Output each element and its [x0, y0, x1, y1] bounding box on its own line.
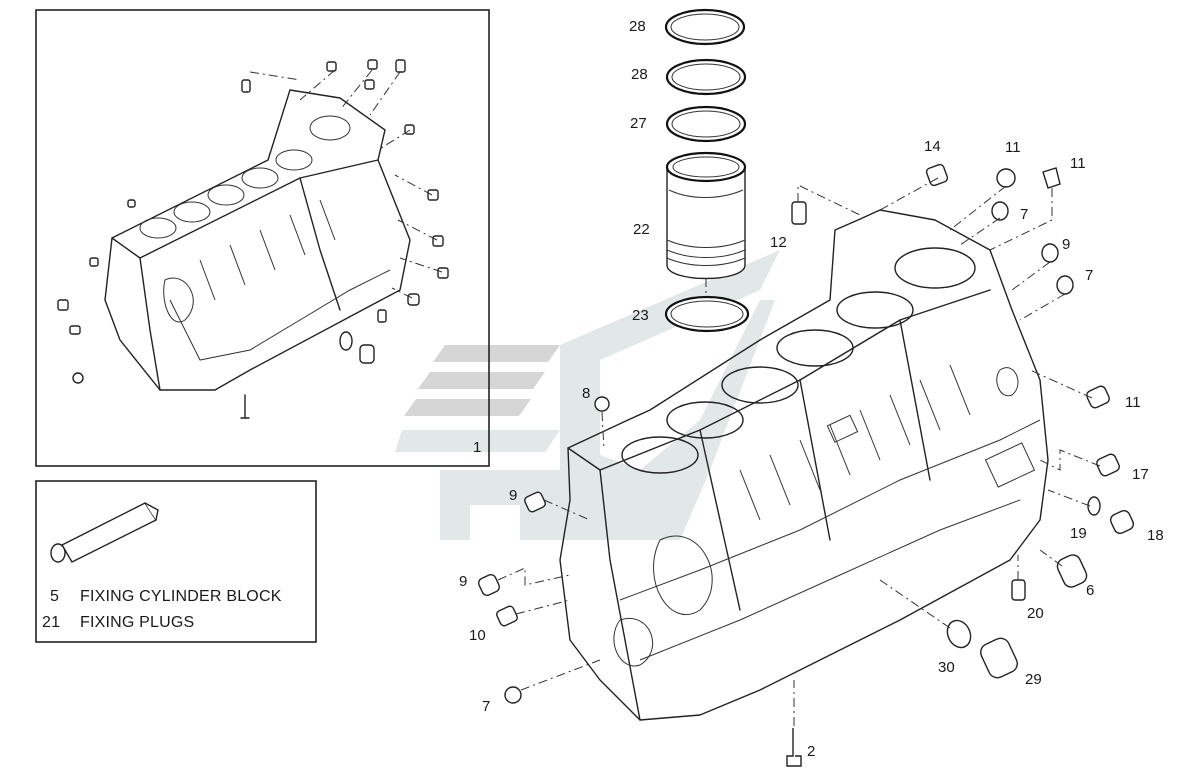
watermark-logo [395, 250, 780, 540]
callout-30: 30 [938, 659, 955, 676]
legend-text-2: FIXING PLUGS [80, 614, 194, 631]
callout-17: 17 [1132, 466, 1149, 483]
callout-10: 10 [469, 627, 486, 644]
assembly-lines [497, 177, 1101, 726]
callout-19: 19 [1070, 525, 1087, 542]
piston-rings-and-liner [664, 8, 750, 333]
callout-7-b: 7 [1085, 267, 1093, 284]
callout-labels: 28 28 27 22 12 23 14 11 11 7 9 7 11 8 17… [459, 18, 1164, 760]
callout-9-c: 9 [459, 573, 467, 590]
callout-20: 20 [1027, 605, 1044, 622]
callout-29: 29 [1025, 671, 1042, 688]
callout-14: 14 [924, 138, 941, 155]
cylinder-block-drawing [559, 209, 1049, 721]
inset-cylinder-block-drawing [57, 59, 449, 419]
callout-11-c: 11 [1125, 394, 1141, 411]
callout-28: 28 [631, 66, 648, 83]
legend-panel: 5 FIXING CYLINDER BLOCK 21 FIXING PLUGS [35, 480, 317, 643]
callout-11-b: 11 [1070, 155, 1086, 172]
callout-22: 22 [633, 221, 650, 238]
sealant-tube-icon [50, 502, 159, 563]
callout-9-a: 9 [1062, 236, 1070, 253]
callout-23: 23 [632, 307, 649, 324]
callout-2: 2 [807, 743, 815, 760]
inset-label: 1 [473, 439, 481, 456]
legend-number-2: 21 [42, 614, 60, 631]
callout-27: 27 [630, 115, 647, 132]
callout-7-a: 7 [1020, 206, 1028, 223]
inset-assembly-panel: 1 [35, 9, 490, 467]
callout-6: 6 [1086, 582, 1094, 599]
small-parts [477, 163, 1135, 767]
callout-7-c: 7 [482, 698, 490, 715]
callout-12: 12 [770, 234, 787, 251]
callout-11-a: 11 [1005, 139, 1021, 156]
callout-9-b: 9 [509, 487, 517, 504]
callout-8: 8 [582, 385, 590, 402]
callout-28-top: 28 [629, 18, 646, 35]
legend-number-1: 5 [50, 588, 59, 605]
legend-text-1: FIXING CYLINDER BLOCK [80, 588, 282, 605]
callout-18: 18 [1147, 527, 1164, 544]
